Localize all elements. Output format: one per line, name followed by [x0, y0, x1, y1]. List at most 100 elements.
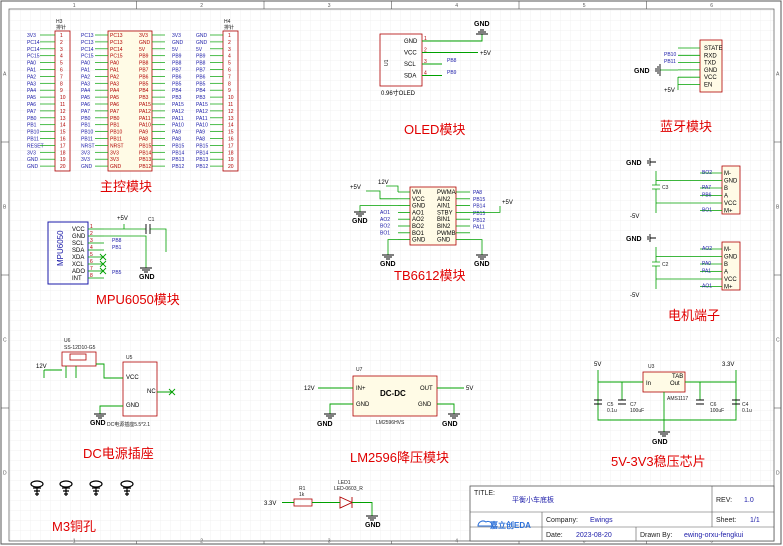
mpu-pin-label: GND	[72, 234, 86, 240]
mcu-left-net: PA3	[81, 81, 90, 87]
mpu-pin-label: VCC	[72, 227, 85, 233]
tb-right-pin: BIN2	[437, 224, 451, 230]
tb-right-pin: PWMA	[437, 190, 456, 196]
h4-sub: 排针	[224, 24, 234, 31]
mcu-left-net: PB1	[81, 123, 91, 129]
tb-gnd-label-2: GND	[380, 261, 396, 268]
h3-pin-number: 3	[60, 47, 63, 53]
h4-net-label: PB8	[196, 61, 206, 67]
tb-net-12v: 12V	[378, 180, 389, 186]
border-col-label: 1	[73, 3, 76, 9]
mcu-chip-left-pin: NRST	[110, 143, 124, 149]
mcu-chip-right-pin: PB14	[139, 150, 151, 156]
mcu-right-net: PA9	[172, 130, 181, 136]
border-col-label: 6	[710, 539, 713, 545]
border-col-label: 4	[455, 3, 458, 9]
mpu-pin-number: 6	[90, 259, 93, 265]
title-block-frame	[469, 485, 775, 542]
tb-gnd-label-1: GND	[352, 218, 368, 225]
mcu-chip-left-pin: PA7	[110, 109, 119, 115]
u6-switch	[61, 351, 97, 367]
h3-net-label: PA2	[27, 74, 36, 80]
motor1-cap-ref: C3	[662, 185, 669, 191]
dc-wire-gnd	[99, 405, 123, 414]
bt-pin-label: EN	[704, 83, 712, 89]
h4-net-label: PB3	[196, 95, 206, 101]
c7-ref: C7	[630, 402, 637, 408]
mpu-body	[47, 221, 89, 285]
u5-caption: DC电源插座5.5*2.1	[107, 421, 150, 428]
h4-pin-number: 6	[228, 68, 231, 74]
h3-net-label: GND	[27, 157, 39, 163]
tb-right-net: PA8	[473, 190, 482, 196]
block-title-lm: LM2596降压模块	[350, 450, 449, 465]
border-row-label: B	[776, 205, 780, 211]
mcu-right-net: PA11	[172, 116, 184, 122]
c5-ref: C5	[607, 402, 614, 408]
h3-sub: 排针	[56, 24, 66, 31]
block-title-m3: M3铜孔	[52, 519, 96, 534]
mcu-left-net: PC15	[81, 54, 94, 60]
mcu-chip-left-pin: 3V3	[110, 150, 119, 156]
mcu-chip-right-pin: PB3	[139, 95, 149, 101]
u7-ref: U7	[356, 367, 363, 373]
h4-pin-number: 7	[228, 74, 231, 80]
mpu-pin-number: 4	[90, 245, 93, 251]
border-col-label: 5	[583, 539, 586, 545]
mcu-left-net: PA4	[81, 88, 90, 94]
mpu-pin-number: 7	[90, 266, 93, 272]
mcu-chip-right-pin: 3V3	[139, 33, 148, 39]
oled-ref: U1	[384, 59, 390, 66]
h3-pin-number: 11	[60, 102, 65, 108]
tb-right-pin: AIN1	[437, 204, 451, 210]
motor2-pin-label: A	[724, 270, 728, 276]
motor1-net: PA7	[702, 185, 711, 191]
tb-motor-net: BO2	[380, 224, 390, 230]
oled-gnd-symbol	[476, 29, 488, 35]
bt-rxd-net: PB10	[664, 52, 676, 58]
m3-hole-icon	[120, 480, 134, 496]
u6-ref: U6	[64, 338, 71, 344]
title-block: TITLE: 平衡小车底板 REV: 1.0 Company: Ewings S…	[469, 485, 775, 542]
h4-pin-number: 3	[228, 47, 231, 53]
h3-net-label: PA1	[27, 68, 36, 74]
bt-pin-label: GND	[704, 68, 718, 74]
motor1-net: BO2	[702, 170, 712, 176]
led-gnd-symbol	[366, 515, 378, 521]
h3-net-label: PA5	[27, 95, 36, 101]
tb-gnd-symbol-2	[382, 254, 394, 260]
motor1-pin-label: VCC	[724, 201, 737, 207]
border-row-label: B	[3, 205, 7, 211]
mcu-chip-left-pin: PC14	[110, 47, 123, 53]
h3-pin-number: 7	[60, 74, 63, 80]
u5-body	[122, 361, 158, 417]
mcu-chip-left-pin: GND	[110, 164, 122, 170]
mcu-left-net: PA2	[81, 74, 90, 80]
led-module: R1 1k LED1 LED-0603_R 3.3V GND	[264, 480, 381, 529]
mcu-chip-right-pin: PB8	[139, 61, 149, 67]
h4-net-label: PA10	[196, 123, 208, 129]
mcu-chip-left-pin: PB10	[110, 130, 122, 136]
h4-net-label: PA12	[196, 109, 208, 115]
mpu-net-5v: +5V	[117, 216, 128, 222]
tb-right-net: PB15	[473, 197, 485, 203]
motor2-neg-label: -5V	[630, 293, 639, 299]
m3-hole-icon	[30, 480, 44, 496]
h3-net-label: PB1	[27, 123, 37, 129]
mcu-chip-right-pin: PB15	[139, 143, 151, 149]
led-ref: LED1	[338, 480, 351, 486]
h3-net-label: PA3	[27, 81, 36, 87]
tb-left-pin: AO1	[412, 210, 425, 216]
motor1-pin-label: GND	[724, 179, 738, 185]
border-row-label: C	[3, 338, 7, 344]
tb-motor-net: AO2	[380, 217, 390, 223]
title-value: 平衡小车底板	[512, 495, 554, 504]
block-title-mpu: MPU6050模块	[96, 292, 180, 307]
h4-net-label: PB9	[196, 54, 206, 60]
lm2596-module: U7 DC-DC IN+ OUT GND GND LM2596HVS 12V 5…	[304, 367, 473, 465]
u6-part: SS-12D10-G5	[64, 345, 96, 351]
h3-pin-number: 20	[60, 164, 66, 170]
